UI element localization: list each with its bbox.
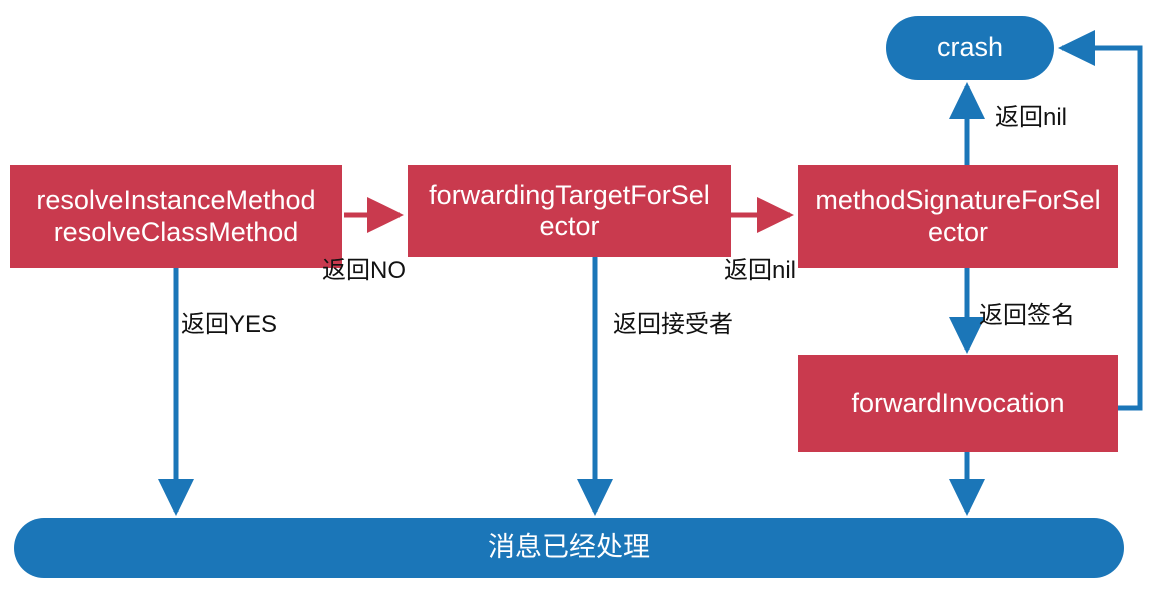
edge-label-return-nil-forwarding: 返回nil: [724, 257, 797, 284]
node-message-handled-label: 消息已经处理: [488, 532, 650, 563]
node-forward-invocation[interactable]: forwardInvocation: [798, 355, 1118, 452]
edge-label-return-signature: 返回签名: [979, 302, 1075, 329]
node-message-handled[interactable]: 消息已经处理: [14, 518, 1124, 578]
node-resolve-method[interactable]: resolveInstanceMethod resolveClassMethod: [10, 165, 342, 268]
node-forwarding-target-line2: ector: [539, 211, 600, 241]
node-forward-invocation-label: forwardInvocation: [851, 387, 1065, 418]
edge-label-return-nil-crash: 返回nil: [995, 104, 1068, 131]
node-method-signature-line2: ector: [927, 216, 989, 247]
edge-label-return-no: 返回NO: [322, 257, 406, 284]
node-forwarding-target-line1: forwardingTargetForSel: [429, 179, 710, 210]
edge-label-return-receiver: 返回接受者: [613, 311, 733, 338]
node-resolve-method-line2: resolveClassMethod: [53, 216, 299, 247]
node-resolve-method-line1: resolveInstanceMethod: [36, 185, 316, 216]
node-method-signature-for-selector[interactable]: methodSignatureForSel ector: [798, 165, 1118, 268]
node-crash-label: crash: [936, 32, 1004, 63]
node-crash[interactable]: crash: [886, 16, 1054, 80]
node-method-signature-line1: methodSignatureForSel: [815, 185, 1101, 216]
edge-label-return-yes: 返回YES: [181, 311, 278, 338]
node-forwarding-target-for-selector[interactable]: forwardingTargetForSel ector: [408, 165, 731, 257]
